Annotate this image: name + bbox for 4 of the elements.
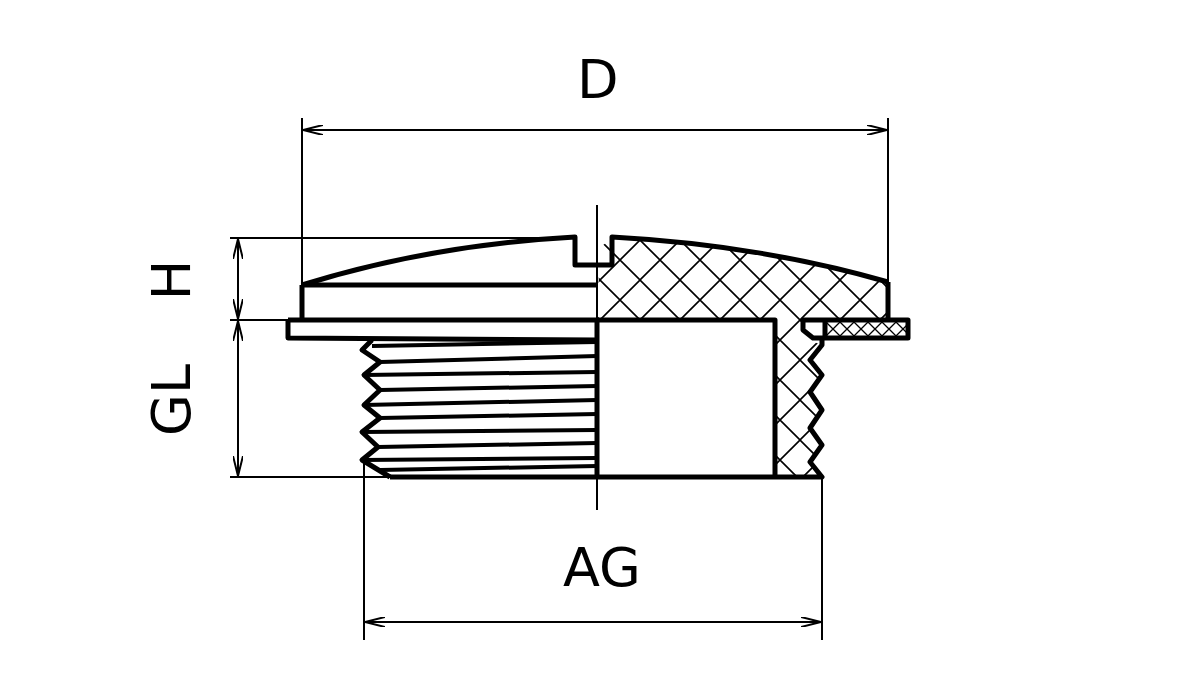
dimension-label: H	[144, 259, 199, 301]
dimension-label: D	[577, 53, 619, 107]
dimension-label: GL	[144, 364, 199, 436]
dimension-label: AG	[563, 541, 641, 595]
